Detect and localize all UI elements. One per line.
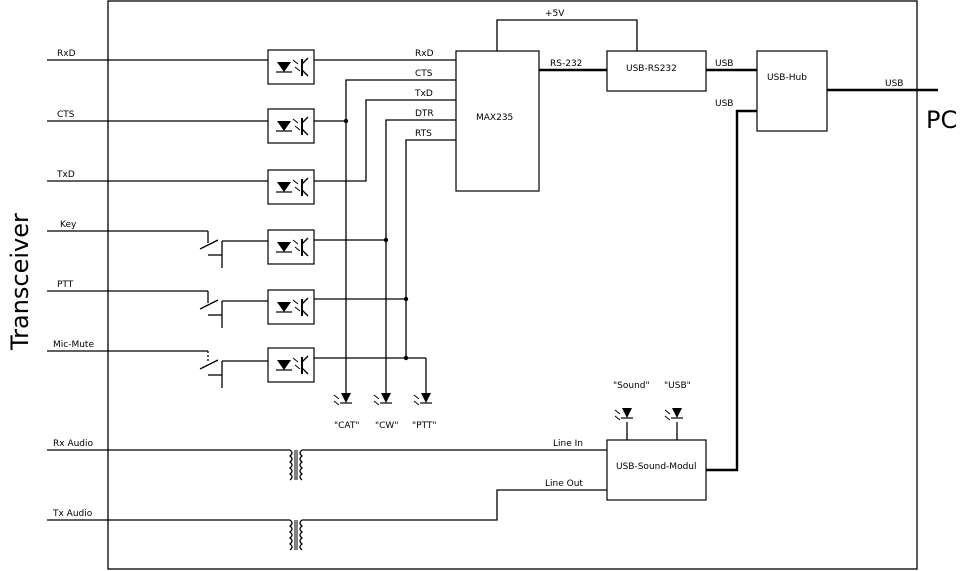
transceiver-label: Transceiver (6, 213, 34, 351)
usb-hub-block (756, 50, 828, 132)
led-usb-icon (664, 407, 684, 421)
mic-mute-switch-contact (199, 351, 268, 388)
max235-label: MAX235 (476, 113, 513, 123)
opto-rxd (267, 49, 315, 85)
rs232-label: RS-232 (550, 59, 582, 69)
led-sound-label: "Sound" (613, 381, 650, 391)
pin-dtr-label: DTR (415, 109, 434, 119)
led-sound-icon (614, 407, 634, 421)
sound-module-label: USB-Sound-Modul (616, 462, 697, 472)
opto-ptt (267, 289, 315, 325)
rx-audio-label: Rx Audio (53, 439, 94, 449)
ptt-switch-contact (199, 291, 268, 328)
plus5v-label: +5V (545, 9, 565, 19)
usb-hub-label: USB-Hub (767, 73, 807, 83)
input-cts-label: CTS (57, 110, 75, 120)
pc-label: PC (926, 106, 957, 134)
led-ptt-label: "PTT" (412, 421, 437, 431)
opto-txd (267, 169, 315, 205)
line-in-label: Line In (553, 439, 583, 449)
led-ptt-icon (413, 392, 433, 406)
input-rxd-label: RxD (57, 49, 76, 59)
usb1-label: USB (715, 59, 733, 69)
input-key-label: Key (60, 220, 77, 230)
max235-block (455, 50, 540, 192)
sound-module-block (606, 439, 707, 501)
opto-key (267, 229, 315, 265)
rx-transformer-icon (289, 449, 303, 481)
pin-txd-label: TxD (414, 89, 433, 99)
input-mic-mute-label: Mic-Mute (53, 340, 94, 350)
usb-rs232-block (606, 50, 707, 92)
usb2-label: USB (715, 99, 733, 109)
key-switch-contact (199, 231, 268, 268)
led-usb-label: "USB" (664, 381, 691, 391)
led-cw-icon (373, 392, 393, 406)
pin-rxd-label: RxD (415, 49, 434, 59)
enclosure-frame (107, 0, 918, 570)
line-out-label: Line Out (545, 479, 583, 489)
tx-audio-label: Tx Audio (52, 509, 93, 519)
opto-cts (267, 108, 315, 144)
pin-cts-label: CTS (415, 69, 433, 79)
led-cat-label: "CAT" (334, 421, 360, 431)
pin-rts-label: RTS (415, 129, 432, 139)
input-txd-label: TxD (56, 170, 75, 180)
usb-rs232-label: USB-RS232 (626, 64, 677, 74)
tx-transformer-icon (289, 519, 303, 551)
led-cw-label: "CW" (375, 421, 398, 431)
input-ptt-label: PTT (57, 280, 74, 290)
opto-mic-mute (267, 347, 315, 383)
usb-pc-label: USB (885, 79, 903, 89)
led-cat-icon (333, 392, 353, 406)
